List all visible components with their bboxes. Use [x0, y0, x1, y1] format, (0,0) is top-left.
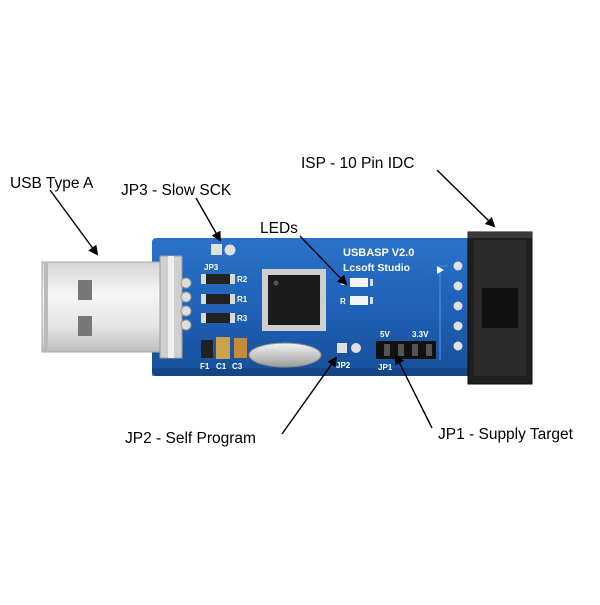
microcontroller-chip: [262, 269, 326, 331]
label-leds: LEDs: [260, 220, 298, 237]
silk-c1: C1: [216, 362, 227, 371]
label-jp2: JP2 - Self Program: [125, 430, 256, 447]
silk-jp2: JP2: [336, 361, 351, 370]
crystal-oscillator: [248, 342, 322, 368]
silk-f1: F1: [200, 362, 210, 371]
silk-r: R: [340, 297, 346, 306]
pcb-edge-shadow: [152, 368, 478, 376]
pin1-marker: [437, 266, 444, 274]
isp-idc-header: [467, 231, 533, 385]
label-isp: ISP - 10 Pin IDC: [301, 155, 414, 172]
arrow-jp3: [195, 197, 221, 242]
silk-maker: Lcsoft Studio: [343, 262, 410, 274]
silk-c3: C3: [232, 362, 243, 371]
silk-board-name: USBASP V2.0: [343, 247, 414, 259]
label-jp1: JP1 - Supply Target: [438, 426, 574, 443]
isp-pads: [428, 261, 463, 360]
silk-r2: R2: [237, 275, 248, 284]
jp2-pads: [337, 343, 361, 353]
jp1-jumper: [376, 341, 436, 359]
arrow-jp1: [395, 354, 433, 429]
callout-arrows: [49, 169, 496, 435]
silk-jp3: JP3: [204, 263, 219, 272]
arrow-usb: [49, 189, 99, 256]
usb-pins: [180, 277, 192, 331]
resistors: [201, 274, 235, 323]
jp3-pads: [211, 244, 236, 256]
silk-3v3: 3.3V: [412, 330, 429, 339]
arrow-jp2: [281, 356, 338, 435]
silk-5v: 5V: [380, 330, 390, 339]
label-usb-type-a: USB Type A: [10, 175, 94, 192]
status-leds: [350, 278, 373, 305]
arrow-isp: [436, 169, 496, 228]
label-jp3: JP3 - Slow SCK: [121, 182, 232, 199]
arrow-leds: [299, 235, 348, 286]
silk-jp1: JP1: [378, 363, 393, 372]
capacitors: [201, 337, 247, 359]
usb-plug: [41, 255, 183, 359]
silk-r3: R3: [237, 314, 248, 323]
silk-r1: R1: [237, 295, 248, 304]
